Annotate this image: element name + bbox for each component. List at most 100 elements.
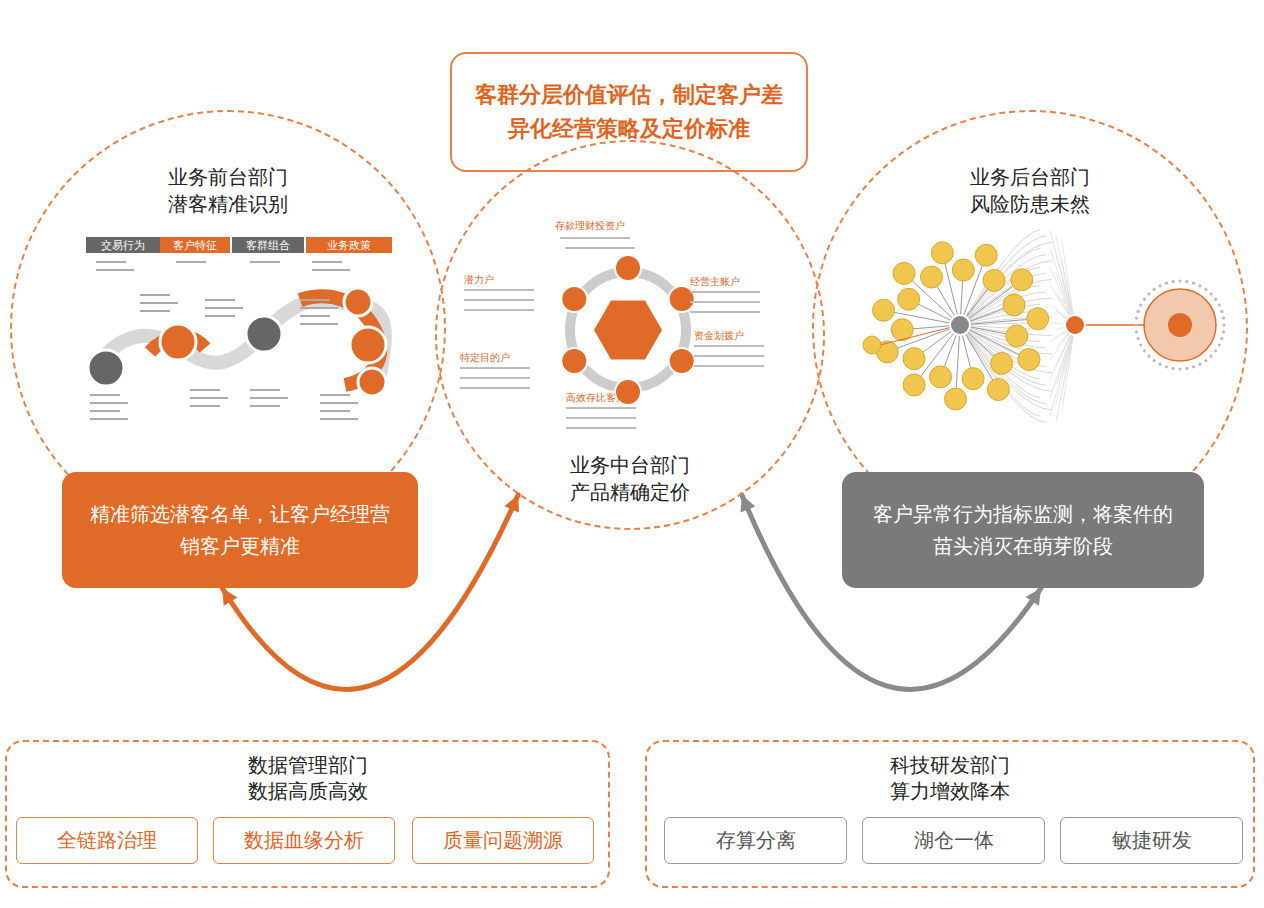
- fine-text-line: [176, 261, 206, 263]
- fine-text-line: [90, 394, 120, 396]
- segment-icon: [669, 348, 695, 374]
- category-bar: [160, 237, 230, 253]
- ring-dot: [1139, 303, 1142, 306]
- fine-text-line: [566, 417, 636, 419]
- fan-line: [1056, 325, 1075, 422]
- node-text: 风险防患未然: [814, 191, 1246, 218]
- ring-dot: [1147, 292, 1150, 295]
- ring-dot: [1192, 365, 1195, 368]
- segment-label: 存款理财投资户: [555, 218, 675, 234]
- department-panel: 科技研发部门算力增效降本存算分离湖仓一体敏捷研发: [645, 740, 1255, 888]
- node-text: 精准筛选潜客名单，让客户经理营销客户更精准: [86, 498, 394, 562]
- fine-text-line: [320, 410, 350, 412]
- graph-node: [930, 366, 952, 388]
- fine-text-line: [250, 397, 288, 399]
- fan-line: [1050, 230, 1075, 325]
- arrowhead: [741, 495, 756, 513]
- fan-line: [960, 325, 1046, 404]
- fan-line: [1050, 249, 1075, 325]
- fine-text-lines: [90, 262, 358, 419]
- graph-node: [962, 368, 984, 390]
- ring-dot: [1220, 337, 1223, 340]
- graph-edge: [960, 319, 1038, 325]
- fine-text-line: [190, 405, 220, 407]
- graph-node: [952, 259, 974, 281]
- node-text: 数据血缘分析: [244, 827, 364, 854]
- node-text: 客群分层价值评估，制定客户差异化经营策略及定价标准: [474, 78, 784, 146]
- ring-dot: [1135, 330, 1138, 333]
- capability-box: 全链路治理: [16, 817, 198, 864]
- circle-heading: 业务中台部门产品精确定价: [437, 452, 823, 506]
- ring-dot: [1222, 330, 1225, 333]
- dashed-circle: 业务中台部门产品精确定价: [435, 140, 825, 530]
- ring-dot: [1220, 310, 1223, 313]
- node-text: 全链路治理: [57, 827, 157, 854]
- arrowhead: [222, 588, 237, 606]
- circle-heading: 业务后台部门风险防患未然: [814, 164, 1246, 218]
- segment-label: 经营主账户: [690, 274, 770, 290]
- fine-text-line: [690, 301, 760, 303]
- fine-text-line: [300, 315, 330, 317]
- network-graph: [863, 230, 1226, 422]
- ring-dot: [1218, 303, 1221, 306]
- chain-node: [350, 327, 386, 363]
- ring-dot: [1178, 367, 1181, 370]
- fan-line: [1050, 325, 1075, 416]
- ring-dot: [1147, 355, 1150, 358]
- person-icon: [1065, 315, 1085, 335]
- node-text: 存算分离: [716, 827, 796, 854]
- ring-dot: [1222, 317, 1225, 320]
- fine-text-line: [464, 309, 534, 311]
- graph-node: [987, 379, 1009, 401]
- fine-text-line: [560, 237, 630, 239]
- fan-line: [960, 325, 1052, 410]
- graph-node: [903, 374, 925, 396]
- ring-dot: [1204, 288, 1207, 291]
- ring-dot: [1135, 317, 1138, 320]
- fine-text-line: [312, 261, 342, 263]
- ring-dot: [1134, 323, 1137, 326]
- fine-text-line: [694, 355, 764, 357]
- ring-dot: [1165, 282, 1168, 285]
- summary-box: 精准筛选潜客名单，让客户经理营销客户更精准: [62, 472, 418, 588]
- person-icon: [1168, 313, 1192, 337]
- node-text: 客户异常行为指标监测，将案件的苗头消灭在萌芽阶段: [866, 498, 1180, 562]
- graph-node: [863, 336, 881, 354]
- fan-line: [960, 325, 1040, 416]
- graph-node: [1011, 269, 1033, 291]
- ring-dot: [1172, 367, 1175, 370]
- fine-text-line: [250, 389, 280, 391]
- graph-edge: [884, 310, 960, 325]
- fine-text-line: [320, 394, 350, 396]
- fine-text-line: [320, 418, 358, 420]
- category-label: 客户特征: [160, 237, 230, 253]
- ring-dot: [1165, 365, 1168, 368]
- fine-text-line: [190, 397, 228, 399]
- ring-dot: [1214, 349, 1217, 352]
- ring-dot: [1153, 288, 1156, 291]
- segment-label: 特定目的户: [460, 350, 530, 366]
- graph-node: [920, 266, 942, 288]
- callout-box: 客群分层价值评估，制定客户差异化经营策略及定价标准: [450, 52, 808, 172]
- fine-text-line: [96, 261, 126, 263]
- ring-dot: [1192, 282, 1195, 285]
- fine-text-line: [205, 307, 243, 309]
- fine-text-line: [140, 302, 178, 304]
- arrowhead: [504, 495, 519, 513]
- ring-dot: [1185, 367, 1188, 370]
- chain-node: [344, 288, 372, 316]
- chain-band: [92, 300, 385, 380]
- fine-text-line: [460, 387, 530, 389]
- capability-box: 敏捷研发: [1060, 817, 1243, 864]
- fine-text-line: [300, 323, 338, 325]
- category-label: 客群组合: [232, 237, 304, 253]
- fan-line: [1062, 325, 1075, 410]
- node-text: 产品精确定价: [437, 479, 823, 506]
- ring-dot: [1139, 343, 1142, 346]
- fine-text-line: [460, 377, 530, 379]
- ring-dot: [1137, 310, 1140, 313]
- fine-text-line: [140, 310, 170, 312]
- segment-icon: [669, 286, 695, 312]
- category-bar: [306, 237, 392, 253]
